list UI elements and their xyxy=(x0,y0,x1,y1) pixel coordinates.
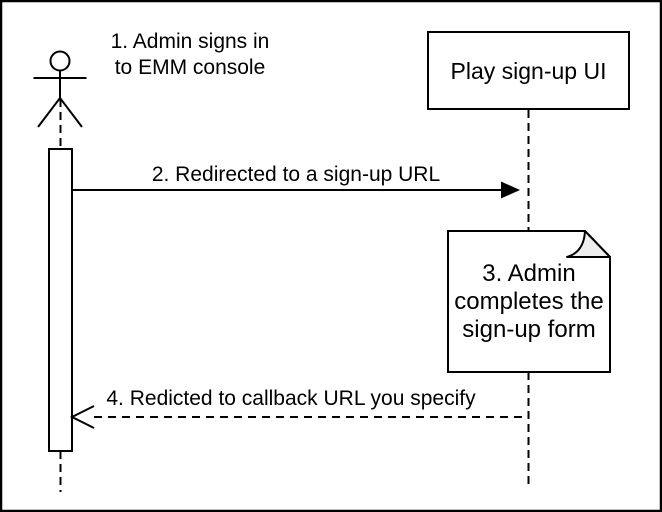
message4-label: 4. Redicted to callback URL you specify xyxy=(106,387,476,410)
participant-box xyxy=(427,31,630,110)
actor-head xyxy=(49,50,71,72)
message2-label: 2. Redirected to a sign-up URL xyxy=(151,163,441,186)
message2-arrowhead-icon xyxy=(501,181,520,199)
note-fold-icon xyxy=(566,230,611,258)
activation-bar xyxy=(48,148,73,452)
annotation-step1: 1. Admin signs in to EMM console xyxy=(110,30,270,79)
message4-arrowhead-icon xyxy=(69,405,95,429)
actor-icon xyxy=(33,50,87,128)
note-label: 3. Admin completes the sign-up form xyxy=(454,259,604,343)
participant-box-label: Play sign-up UI xyxy=(450,57,607,84)
actor-left-leg xyxy=(37,97,61,128)
actor-right-leg xyxy=(59,97,83,128)
